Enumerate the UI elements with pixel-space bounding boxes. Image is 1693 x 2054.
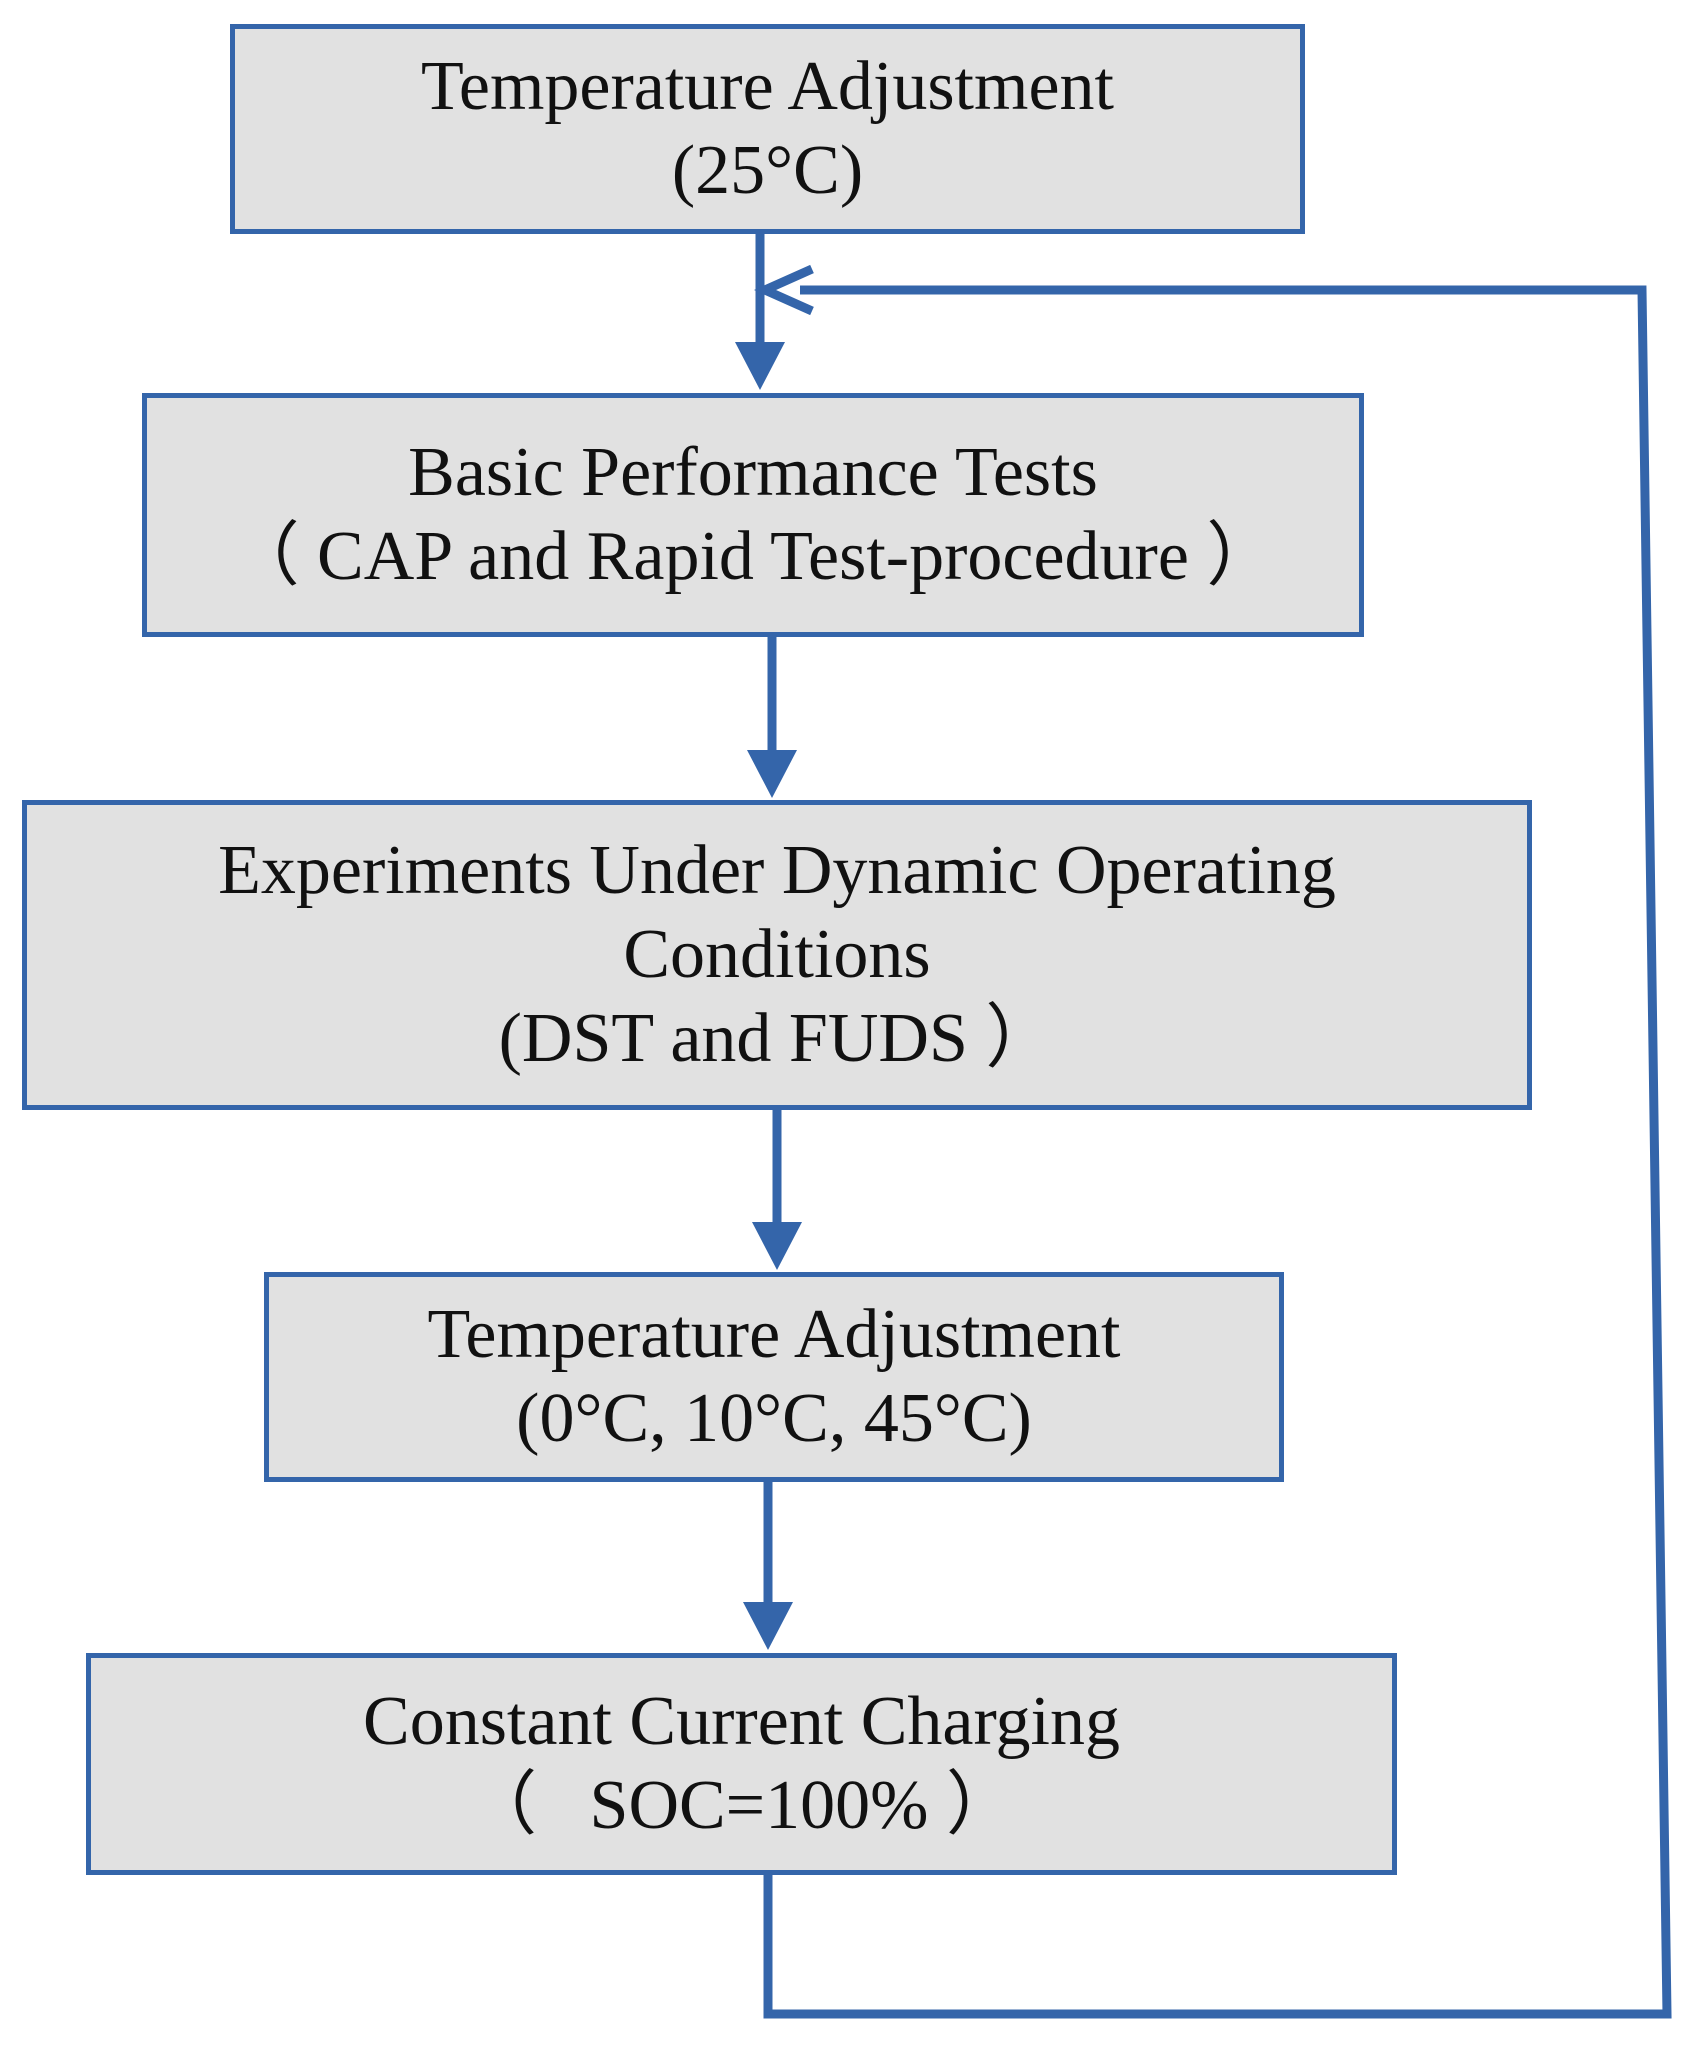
step-temperature-adjustment-25c: Temperature Adjustment (25°C): [230, 24, 1305, 234]
step-basic-performance-tests: Basic Performance Tests （ CAP and Rapid …: [142, 393, 1364, 637]
arrowhead-to-step-3: [747, 750, 797, 798]
step-2-title: Basic Performance Tests: [408, 434, 1098, 511]
arrowhead-to-step-2: [735, 342, 785, 390]
step-temperature-adjustment-multi: Temperature Adjustment (0°C, 10°C, 45°C): [264, 1272, 1284, 1482]
step-3-title-cont: Conditions: [623, 916, 931, 993]
step-5-detail: （ SOC=100% ）: [467, 1767, 1016, 1844]
step-5-title: Constant Current Charging: [363, 1683, 1120, 1760]
step-1-title: Temperature Adjustment: [421, 48, 1114, 125]
loop-back-connector: [763, 285, 1672, 2019]
step-4-detail: (0°C, 10°C, 45°C): [516, 1380, 1032, 1457]
step-3-detail: (DST and FUDS ）: [498, 1000, 1056, 1077]
arrowhead-to-step-4: [752, 1222, 802, 1270]
step-dynamic-operating-experiments: Experiments Under Dynamic Operating Cond…: [22, 800, 1532, 1110]
arrowhead-to-step-5: [743, 1602, 793, 1650]
step-constant-current-charging: Constant Current Charging （ SOC=100% ）: [86, 1653, 1397, 1875]
loop-back-arrowhead: [753, 264, 814, 316]
step-4-title: Temperature Adjustment: [427, 1296, 1121, 1373]
step-2-detail: （ CAP and Rapid Test-procedure ）: [229, 518, 1277, 595]
step-1-detail: (25°C): [671, 132, 864, 209]
step-3-title: Experiments Under Dynamic Operating: [218, 832, 1336, 909]
